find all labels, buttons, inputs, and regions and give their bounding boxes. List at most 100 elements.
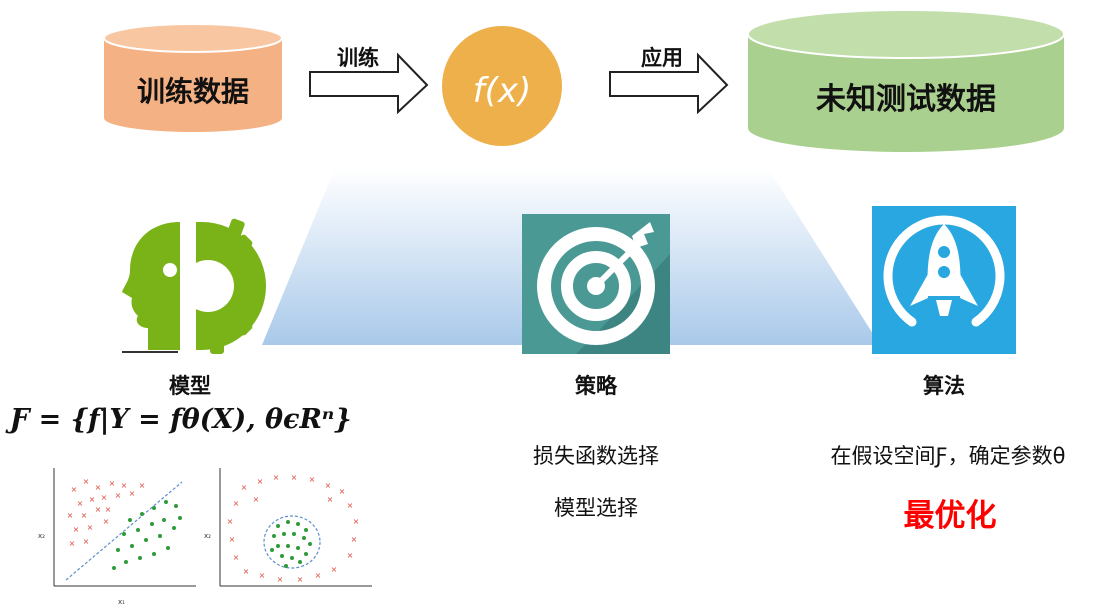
- left-dot-point: [130, 544, 134, 548]
- algorithm-description: 在假设空间Ƒ，确定参数θ: [830, 444, 1066, 468]
- left-dot-point: [162, 518, 166, 522]
- left-cross-point: ×: [95, 483, 102, 492]
- right-cross-point: ×: [277, 575, 284, 584]
- right-cross-point: ×: [339, 487, 346, 496]
- function-symbol: f(x): [473, 71, 532, 111]
- left-dot-point: [178, 516, 182, 520]
- apply-arrow: [609, 52, 729, 114]
- left-cross-point: ×: [105, 505, 112, 514]
- right-dot-point: [290, 556, 294, 560]
- model-head-gear-icon: [122, 218, 266, 354]
- right-dot-point: [308, 542, 312, 546]
- circular-classifier-plot: ××××××××××××××××××××××× x₂: [204, 468, 372, 587]
- left-cross-point: ×: [115, 491, 122, 500]
- right-dot-point: [304, 552, 308, 556]
- right-dot-point: [302, 536, 306, 540]
- left-dot-point: [138, 556, 142, 560]
- right-dot-point: [304, 528, 308, 532]
- right-dot-point: [296, 522, 300, 526]
- left-cross-point: ×: [67, 511, 74, 520]
- right-plot-ylabel: x₂: [204, 532, 211, 540]
- left-cross-point: ×: [83, 477, 90, 486]
- left-cross-point: ×: [121, 481, 128, 490]
- right-cross-point: ×: [253, 495, 260, 504]
- right-cross-point: ×: [297, 575, 304, 584]
- right-dot-point: [292, 532, 296, 536]
- right-red-crosses: ×××××××××××××××××××××××: [227, 473, 360, 584]
- train-arrow-label: 训练: [337, 46, 379, 70]
- right-dot-point: [280, 554, 284, 558]
- algorithm-highlight: 最优化: [903, 498, 997, 534]
- right-cross-point: ×: [273, 473, 280, 482]
- right-cross-point: ×: [353, 517, 360, 526]
- right-cross-point: ×: [227, 517, 234, 526]
- training-data-cylinder: [103, 23, 283, 132]
- left-dot-point: [136, 528, 140, 532]
- left-plot-xlabel: x₁: [118, 598, 125, 606]
- left-cross-point: ×: [101, 493, 108, 502]
- left-dot-point: [140, 512, 144, 516]
- right-cross-point: ×: [315, 571, 322, 580]
- right-cross-point: ×: [243, 567, 250, 576]
- right-dot-point: [286, 520, 290, 524]
- left-green-dots: [112, 500, 182, 570]
- left-dot-point: [174, 504, 178, 508]
- model-formula: Ƒ = {f|Y = fθ(X), θϵRⁿ}: [10, 404, 352, 435]
- left-cross-point: ×: [103, 517, 110, 526]
- left-dot-point: [122, 532, 126, 536]
- strategy-item-loss: 损失函数选择: [533, 444, 659, 468]
- right-cross-point: ×: [351, 535, 358, 544]
- right-dot-point: [296, 546, 300, 550]
- left-plot-ylabel: x₂: [38, 532, 45, 540]
- left-cross-point: ×: [81, 511, 88, 520]
- right-dot-point: [282, 532, 286, 536]
- left-cross-point: ×: [109, 479, 116, 488]
- left-dot-point: [158, 534, 162, 538]
- left-dot-point: [116, 548, 120, 552]
- right-cross-point: ×: [259, 571, 266, 580]
- right-cross-point: ×: [327, 495, 334, 504]
- test-data-cylinder: [747, 9, 1065, 152]
- model-title: 模型: [169, 374, 211, 398]
- left-cross-point: ×: [69, 539, 76, 548]
- left-red-crosses: ××××××××××××××××××××: [67, 477, 146, 548]
- right-dot-point: [276, 524, 280, 528]
- left-dot-point: [166, 546, 170, 550]
- strategy-title: 策略: [575, 374, 617, 398]
- right-cross-point: ×: [291, 473, 298, 482]
- left-cross-point: ×: [73, 525, 80, 534]
- right-cross-point: ×: [347, 551, 354, 560]
- left-cross-point: ×: [77, 499, 84, 508]
- left-dot-point: [152, 506, 156, 510]
- left-dot-point: [112, 566, 116, 570]
- left-cross-point: ×: [89, 495, 96, 504]
- right-dot-point: [298, 560, 302, 564]
- left-dot-point: [150, 522, 154, 526]
- left-cross-point: ×: [87, 523, 94, 532]
- test-data-label: 未知测试数据: [816, 82, 996, 117]
- apply-arrow-label: 应用: [641, 46, 683, 70]
- right-cross-point: ×: [347, 501, 354, 510]
- left-cross-point: ×: [129, 489, 136, 498]
- left-dot-point: [124, 560, 128, 564]
- left-cross-point: ×: [71, 485, 78, 494]
- right-dot-point: [276, 544, 280, 548]
- left-dot-point: [144, 538, 148, 542]
- right-cross-point: ×: [241, 483, 248, 492]
- left-dot-point: [172, 526, 176, 530]
- right-cross-point: ×: [325, 481, 332, 490]
- left-cross-point: ×: [139, 481, 146, 490]
- right-cross-point: ×: [233, 553, 240, 562]
- left-cross-point: ×: [95, 505, 102, 514]
- left-cross-point: ×: [83, 537, 90, 546]
- training-data-label: 训练数据: [136, 75, 249, 108]
- right-cross-point: ×: [229, 535, 236, 544]
- left-dot-point: [128, 518, 132, 522]
- right-dot-point: [284, 564, 288, 568]
- right-green-dots: [270, 520, 312, 568]
- right-dot-point: [272, 534, 276, 538]
- right-cross-point: ×: [257, 477, 264, 486]
- left-dot-point: [152, 552, 156, 556]
- right-cross-point: ×: [309, 475, 316, 484]
- right-cross-point: ×: [331, 565, 338, 574]
